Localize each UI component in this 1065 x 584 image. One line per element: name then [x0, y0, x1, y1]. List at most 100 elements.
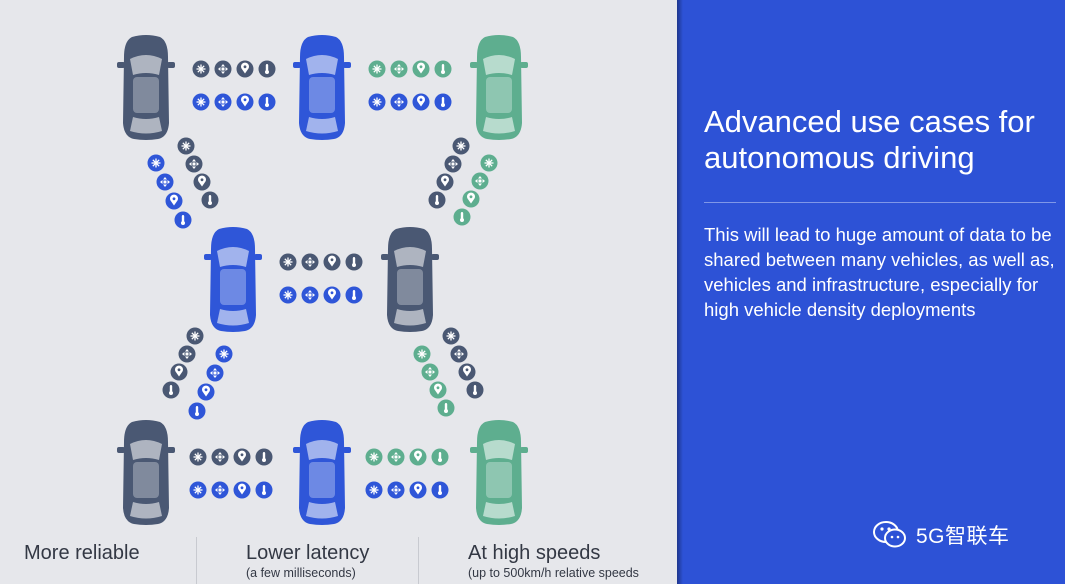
location-pin-icon: [236, 93, 254, 111]
cross-arrows-icon: [387, 481, 405, 499]
thermometer-icon: [453, 208, 471, 226]
snowflake-icon: [192, 60, 210, 78]
thermometer-icon: [434, 93, 452, 111]
snowflake-icon: [480, 154, 498, 172]
car-middle-right: [381, 227, 439, 332]
cross-arrows-icon: [421, 363, 439, 381]
location-pin-icon: [412, 93, 430, 111]
location-pin-icon: [462, 190, 480, 208]
thermometer-icon: [431, 481, 449, 499]
watermark-text: 5G智联车: [916, 525, 1010, 548]
location-pin-icon: [233, 448, 251, 466]
car-top-center: [293, 35, 351, 140]
diagram-canvas: [117, 35, 528, 525]
location-pin-icon: [323, 253, 341, 271]
thermometer-icon: [428, 191, 446, 209]
cross-arrows-icon: [444, 155, 462, 173]
snowflake-icon: [192, 93, 210, 111]
location-pin-icon: [429, 381, 447, 399]
snowflake-icon: [215, 345, 233, 363]
panel-title: Advanced use cases for autonomous drivin…: [704, 104, 1035, 175]
cross-arrows-icon: [301, 286, 319, 304]
footer-speeds: At high speeds (up to 500km/h relative s…: [468, 540, 639, 580]
car-bottom-right: [470, 420, 528, 525]
snowflake-icon: [147, 154, 165, 172]
footer-reliable: More reliable: [24, 540, 140, 566]
thermometer-icon: [437, 399, 455, 417]
panel-shadow: [677, 0, 683, 584]
cross-arrows-icon: [178, 345, 196, 363]
cross-arrows-icon: [450, 345, 468, 363]
thermometer-icon: [188, 402, 206, 420]
thermometer-icon: [255, 481, 273, 499]
snowflake-icon: [365, 481, 383, 499]
cross-arrows-icon: [206, 364, 224, 382]
thermometer-icon: [466, 381, 484, 399]
cross-arrows-icon: [156, 173, 174, 191]
thermometer-icon: [258, 60, 276, 78]
snowflake-icon: [279, 253, 297, 271]
cross-arrows-icon: [185, 155, 203, 173]
info-panel: Advanced use cases for autonomous drivin…: [677, 0, 1065, 584]
location-pin-icon: [236, 60, 254, 78]
snowflake-icon: [452, 137, 470, 155]
thermometer-icon: [431, 448, 449, 466]
cross-arrows-icon: [211, 481, 229, 499]
snowflake-icon: [368, 60, 386, 78]
location-pin-icon: [233, 481, 251, 499]
panel-divider: [704, 202, 1056, 203]
snowflake-icon: [279, 286, 297, 304]
thermometer-icon: [174, 211, 192, 229]
thermometer-icon: [258, 93, 276, 111]
cross-arrows-icon: [211, 448, 229, 466]
cross-arrows-icon: [390, 60, 408, 78]
location-pin-icon: [409, 448, 427, 466]
location-pin-icon: [458, 363, 476, 381]
car-top-left: [117, 35, 175, 140]
watermark: 5G智联车: [872, 520, 1010, 550]
wechat-icon: [873, 521, 906, 548]
thermometer-icon: [434, 60, 452, 78]
cross-arrows-icon: [387, 448, 405, 466]
snowflake-icon: [189, 481, 207, 499]
thermometer-icon: [255, 448, 273, 466]
footer-speeds-sub: (up to 500km/h relative speeds: [468, 566, 639, 580]
cross-arrows-icon: [471, 172, 489, 190]
thermometer-icon: [345, 286, 363, 304]
footer-speeds-label: At high speeds: [468, 542, 601, 564]
location-pin-icon: [436, 173, 454, 191]
snowflake-icon: [442, 327, 460, 345]
footer-reliable-label: More reliable: [24, 542, 140, 564]
footer-latency-label: Lower latency: [246, 542, 370, 564]
footer-latency-sub: (a few milliseconds): [246, 566, 356, 580]
thermometer-icon: [201, 191, 219, 209]
footer-divider: [418, 537, 419, 584]
car-top-right: [470, 35, 528, 140]
location-pin-icon: [193, 173, 211, 191]
location-pin-icon: [197, 383, 215, 401]
thermometer-icon: [162, 381, 180, 399]
footer-divider: [196, 537, 197, 584]
footer-latency: Lower latency (a few milliseconds): [246, 540, 369, 580]
car-bottom-left: [117, 420, 175, 525]
location-pin-icon: [165, 192, 183, 210]
snowflake-icon: [177, 137, 195, 155]
location-pin-icon: [170, 363, 188, 381]
cross-arrows-icon: [214, 60, 232, 78]
snowflake-icon: [413, 345, 431, 363]
car-middle-left: [204, 227, 262, 332]
thermometer-icon: [345, 253, 363, 271]
snowflake-icon: [365, 448, 383, 466]
location-pin-icon: [412, 60, 430, 78]
snowflake-icon: [186, 327, 204, 345]
panel-description: This will lead to huge amount of data to…: [704, 224, 1055, 320]
car-bottom-center: [293, 420, 351, 525]
cross-arrows-icon: [301, 253, 319, 271]
cross-arrows-icon: [390, 93, 408, 111]
location-pin-icon: [323, 286, 341, 304]
v2x-diagram: [117, 35, 528, 525]
snowflake-icon: [368, 93, 386, 111]
snowflake-icon: [189, 448, 207, 466]
location-pin-icon: [409, 481, 427, 499]
cross-arrows-icon: [214, 93, 232, 111]
